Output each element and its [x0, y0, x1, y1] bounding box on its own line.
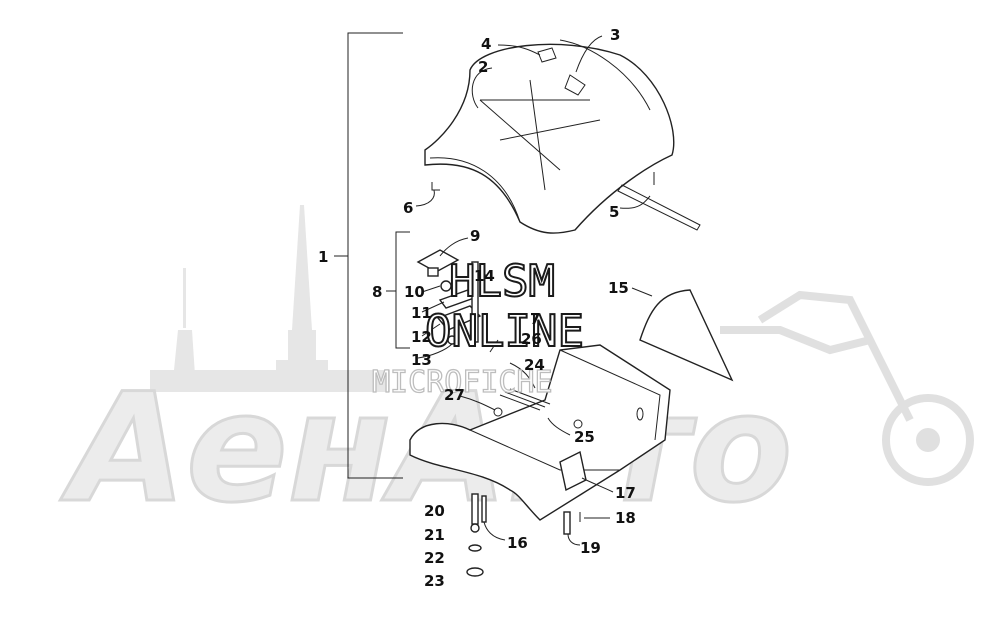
callout-7: 7: [530, 310, 540, 328]
callout-10: 10: [404, 283, 425, 301]
callout-18: 18: [615, 509, 636, 527]
watermark-line-3: MICROFICHE: [372, 365, 553, 400]
callout-25: 25: [574, 428, 595, 446]
callout-13: 13: [411, 351, 432, 369]
callout-16: 16: [507, 534, 528, 552]
side-panel: [639, 289, 734, 382]
callout-8: 8: [372, 283, 382, 301]
callout-14: 14: [474, 267, 495, 285]
callout-26: 26: [521, 330, 542, 348]
callout-6: 6: [403, 199, 413, 217]
watermark-line-2: ONLINE: [425, 306, 584, 357]
callout-1: 1: [318, 248, 328, 266]
seat-strap: [617, 184, 701, 231]
callout-3: 3: [610, 26, 620, 44]
callout-9: 9: [470, 227, 480, 245]
callout-11: 11: [411, 304, 432, 322]
hardware-stack: [466, 493, 581, 577]
callout-27: 27: [444, 386, 465, 404]
callout-22: 22: [424, 549, 445, 567]
callout-21: 21: [424, 526, 445, 544]
callout-19: 19: [580, 539, 601, 557]
callout-2: 2: [478, 58, 488, 76]
callout-12: 12: [411, 328, 432, 346]
callout-15: 15: [608, 279, 629, 297]
motorcycle-watermark-icon: [720, 290, 974, 486]
latch-assembly: [416, 249, 482, 345]
seat-base-frame: [409, 344, 671, 521]
callout-17: 17: [615, 484, 636, 502]
spire-watermark-icon: [150, 205, 390, 392]
callout-5: 5: [609, 203, 619, 221]
callout-4: 4: [481, 35, 491, 53]
callout-labels: 1 2 3 4 5 6 7 8 9 10 11 12 13 14 15 16 1…: [318, 26, 636, 590]
seat-cushion: [424, 39, 675, 234]
callout-24: 24: [524, 356, 545, 374]
watermark-line-1: HLSM: [449, 256, 555, 307]
assembly-bracket-8: [386, 231, 410, 349]
leader-lines: [415, 35, 653, 546]
assembly-bracket-1: [334, 32, 403, 479]
callout-23: 23: [424, 572, 445, 590]
seat-clip: [431, 182, 440, 191]
callout-20: 20: [424, 502, 445, 520]
